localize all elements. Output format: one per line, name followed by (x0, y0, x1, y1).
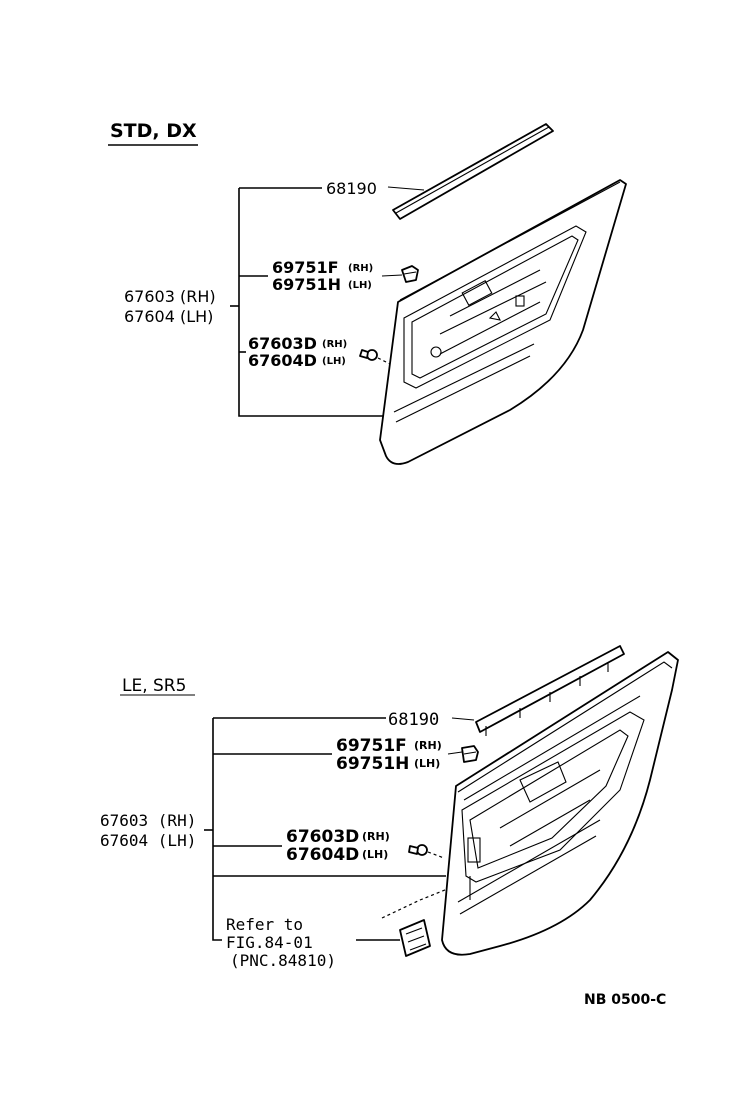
bottom-fastener-rh-tag: (RH) (362, 830, 390, 843)
bottom-clip-lh-tag: (LH) (414, 757, 440, 770)
bottom-fastener-part (408, 844, 428, 856)
bottom-fastener-lh-label: 67604D (286, 845, 359, 865)
top-door-trim-board (379, 179, 627, 465)
bottom-bracket (212, 718, 222, 941)
top-molding-label: 68190 (326, 179, 377, 198)
refer-line-1: Refer to (226, 915, 303, 934)
bottom-fastener-lh-tag: (LH) (362, 848, 388, 861)
refer-line-2: FIG.84-01 (226, 933, 313, 952)
top-board-rh-label: 67603 (RH) (124, 287, 216, 306)
bottom-clip-rh-label: 69751F (336, 736, 407, 756)
top-fastener-lh-label: 67604D (248, 351, 317, 370)
bottom-heading: LE, SR5 (122, 676, 186, 696)
bottom-board-lh-label: 67604 (LH) (100, 831, 196, 850)
top-clip-pointer (381, 274, 403, 277)
bottom-clip-part (461, 745, 479, 763)
bottom-molding-pointer (451, 717, 475, 721)
bottom-switch-dashline (381, 887, 451, 919)
top-clip-rh-label: 69751F (272, 258, 339, 277)
top-fastener-part (359, 349, 378, 361)
bottom-fastener-rh-label: 67603D (286, 827, 359, 847)
footer-code: NB 0500-C (584, 992, 666, 1008)
top-fastener-dashline (377, 357, 391, 365)
top-bracket (238, 188, 392, 417)
top-molding-part (392, 123, 554, 220)
bottom-clip-lh-label: 69751H (336, 754, 409, 774)
top-clip-part (401, 265, 419, 283)
bottom-molding-label: 68190 (388, 710, 439, 730)
bottom-fastener-dashline (427, 851, 445, 859)
top-fastener-rh-tag: (RH) (322, 339, 347, 350)
bottom-clip-pointer (447, 751, 463, 755)
top-clip-lh-label: 69751H (272, 275, 341, 294)
bottom-door-trim-board (441, 651, 679, 956)
top-molding-pointer (387, 186, 425, 191)
bottom-clip-rh-tag: (RH) (414, 739, 442, 752)
bottom-board-rh-label: 67603 (RH) (100, 811, 196, 830)
bottom-molding-part (475, 645, 625, 736)
top-clip-rh-tag: (RH) (348, 263, 373, 274)
top-fastener-lh-tag: (LH) (322, 356, 346, 367)
top-fastener-rh-label: 67603D (248, 334, 317, 353)
top-heading: STD, DX (110, 120, 197, 142)
top-clip-lh-tag: (LH) (348, 280, 372, 291)
bottom-switch-part (399, 919, 431, 957)
refer-line-3: (PNC.84810) (230, 951, 336, 970)
top-board-lh-label: 67604 (LH) (124, 307, 213, 326)
